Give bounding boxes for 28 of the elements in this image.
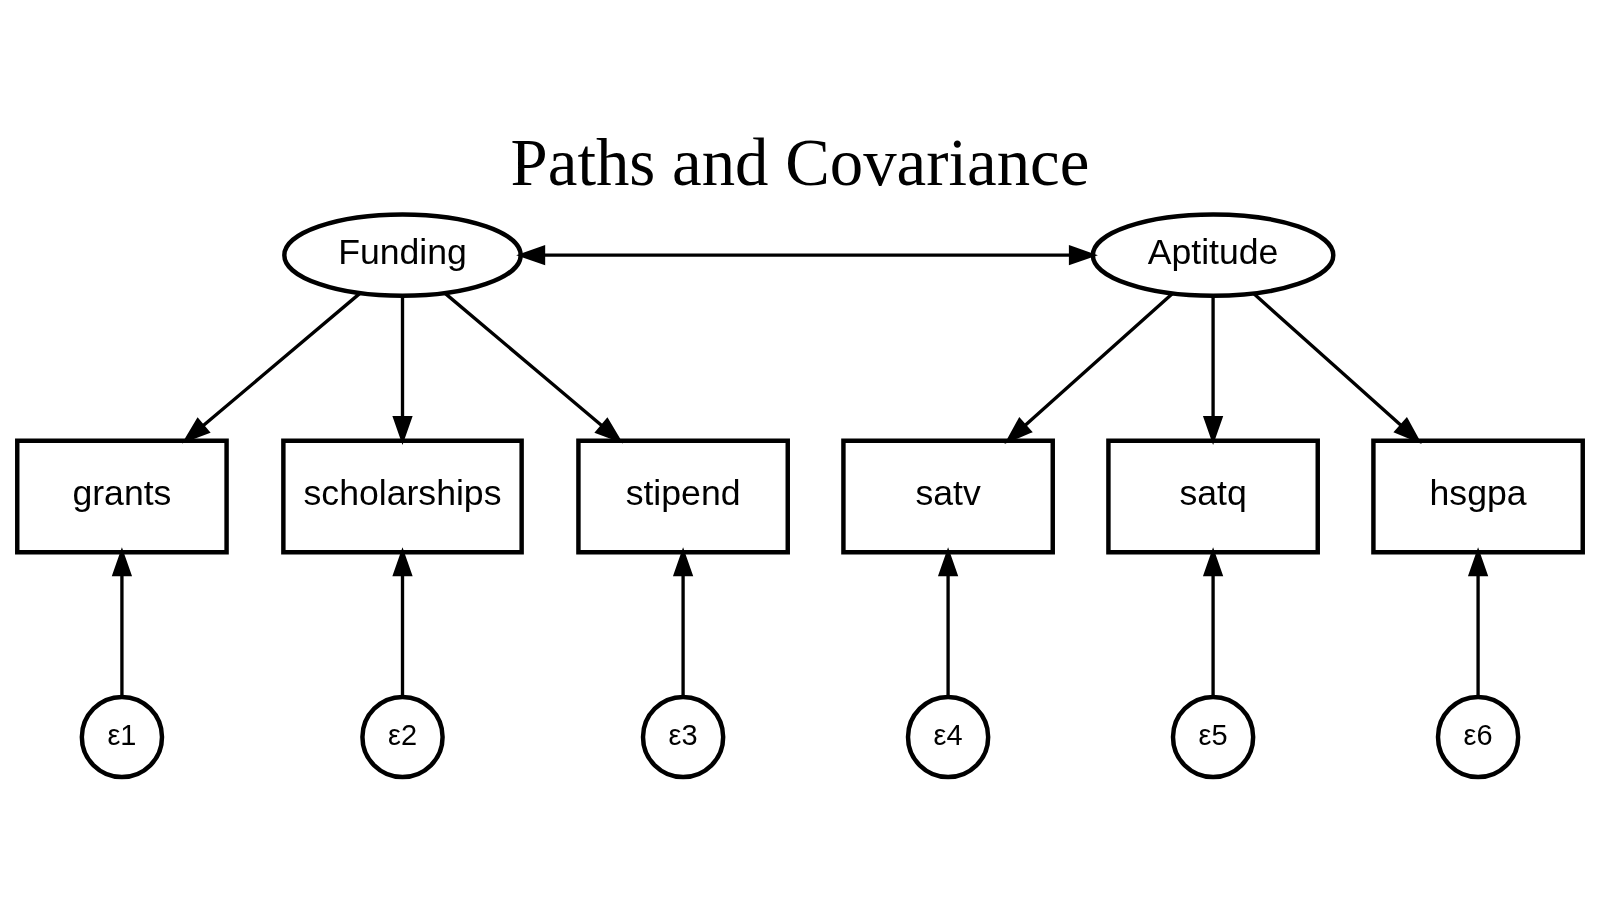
node-box: satq (1106, 438, 1320, 555)
arrow (392, 296, 413, 446)
arrow (516, 245, 1098, 266)
arrow (181, 292, 361, 444)
node-circle: ε5 (1170, 694, 1256, 780)
node-box: hsgpa (1371, 438, 1585, 555)
arrow (937, 547, 959, 697)
node-box: grants (15, 438, 229, 555)
node-circle: ε4 (905, 694, 991, 780)
arrow (1004, 292, 1174, 444)
arrow (1467, 547, 1489, 697)
node-circle: ε2 (360, 694, 445, 780)
node-circle: ε1 (79, 694, 165, 780)
arrow (1252, 292, 1422, 444)
arrow (444, 292, 624, 444)
node-box: satv (841, 438, 1055, 555)
diagram-title: Paths and Covariance (510, 125, 1090, 200)
node-box: scholarships (281, 438, 524, 555)
node-box: stipend (576, 438, 790, 555)
arrow (672, 547, 694, 697)
arrow (1202, 296, 1224, 446)
arrow (392, 547, 413, 697)
arrow (111, 547, 133, 697)
node-circle: ε3 (640, 694, 726, 780)
arrow (1202, 547, 1224, 697)
node-ellipse: Funding (282, 212, 523, 299)
node-ellipse: Aptitude (1090, 212, 1336, 299)
node-circle: ε6 (1435, 694, 1521, 780)
